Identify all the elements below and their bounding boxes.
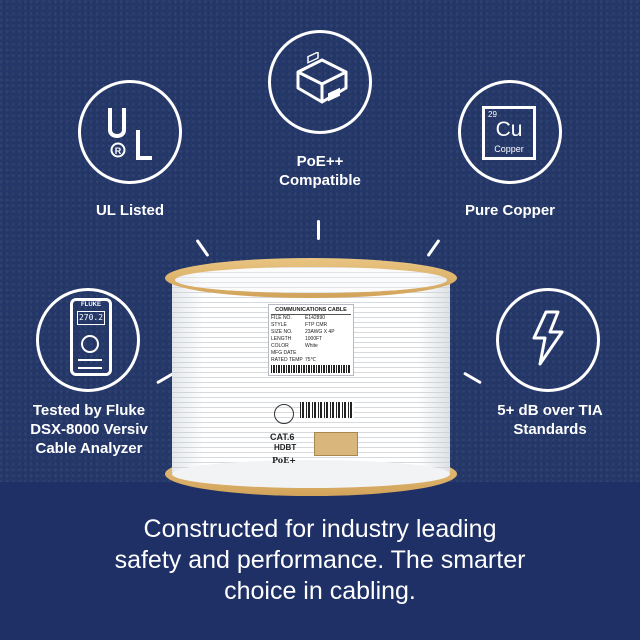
pure-copper-label: Pure Copper xyxy=(464,202,555,219)
spool-label-value: 23AWG X 4P xyxy=(305,329,335,335)
spool-ray-right-bottom xyxy=(463,371,482,385)
spool-label-key: COLOR xyxy=(271,343,289,349)
svg-text:R: R xyxy=(115,146,122,156)
fluke-badge-circle xyxy=(36,288,140,392)
barcode-icon xyxy=(271,365,351,373)
copper-symbol: Cu xyxy=(495,118,523,141)
spool-label-row: MFG DATE xyxy=(271,350,351,357)
poe-injector-icon xyxy=(296,52,348,104)
spool-label-key: STYLE xyxy=(271,322,287,328)
spool-label-key: LENGTH xyxy=(271,336,292,342)
lightning-bolt-icon xyxy=(532,310,564,366)
tagline-line1: Constructed for industry leading xyxy=(143,515,497,543)
copper-atomic-number: 29 xyxy=(488,110,497,119)
multimeter-dial xyxy=(81,335,99,353)
spool-ray-left-top xyxy=(195,238,210,258)
poe-badge-circle xyxy=(268,30,372,134)
tia-standards-label: 5+ dB over TIA Standards xyxy=(470,401,630,439)
copper-element-icon: 29 Cu Copper xyxy=(482,106,536,160)
spool-label-row: SIZE NO. 23AWG X 4P xyxy=(271,329,351,336)
spool-ray-right-top xyxy=(426,238,441,258)
spool-poe-mark: PoE+ xyxy=(272,455,296,465)
spool-label-row: STYLE FTP CMR xyxy=(271,322,351,329)
ul-badge-circle xyxy=(78,80,182,184)
copper-badge-circle xyxy=(458,80,562,184)
spool-label-key: MFG DATE xyxy=(271,350,297,356)
spool-ray-top xyxy=(317,220,320,240)
etl-mark-icon xyxy=(274,404,294,424)
tagline-line2: safety and performance. The smarter xyxy=(114,546,526,574)
spool-cat6-mark: CAT.6 xyxy=(270,432,295,442)
multimeter-display: 270.2 xyxy=(77,311,105,325)
poe-compatible-label: PoE++ Compatible xyxy=(250,152,390,190)
spool-label-row: LENGTH 1000FT xyxy=(271,336,351,343)
multimeter-icon: FLUKE 270.2 xyxy=(70,298,112,376)
spool-label-row: FILE NO. E142890 xyxy=(271,315,351,322)
spool-label-key: FILE NO. xyxy=(271,315,292,321)
fluke-tested-label: Tested by Fluke DSX-8000 Versiv Cable An… xyxy=(14,401,164,458)
spool-barcode-icon xyxy=(300,402,354,418)
fluke-label-line1: Tested by Fluke xyxy=(32,402,146,419)
spool-hdbt-mark: HDBT xyxy=(274,443,297,452)
tia-label-line2: Standards xyxy=(513,421,587,438)
spool-label-value: White xyxy=(305,343,318,349)
spool-label-value: 1000FT xyxy=(305,336,323,342)
tia-label-line1: 5+ dB over TIA xyxy=(497,402,603,419)
spool-label-value: FTP CMR xyxy=(305,322,328,328)
tagline: Constructed for industry leading safety … xyxy=(40,514,600,607)
multimeter-brand: FLUKE xyxy=(81,302,101,308)
spool-label-value: 75℃ xyxy=(305,357,317,363)
spool-label-key: SIZE NO. xyxy=(271,329,293,335)
multimeter-ports xyxy=(78,359,102,369)
ul-logo-icon: R xyxy=(108,108,152,160)
ul-listed-label: UL Listed xyxy=(95,202,165,219)
tagline-band xyxy=(0,482,640,640)
tia-badge-circle xyxy=(496,288,600,392)
spool-label-value: E142890 xyxy=(305,315,326,321)
spool-product-label: COMMUNICATIONS CABLE FILE NO. E142890 STY… xyxy=(268,304,354,376)
spool-label-title: COMMUNICATIONS CABLE xyxy=(271,307,351,315)
fluke-label-line2: DSX-8000 Versiv xyxy=(30,421,148,438)
cable-spool-image xyxy=(165,258,457,496)
spool-sticker-icon xyxy=(314,432,358,456)
spool-label-key: RATED TEMP xyxy=(271,357,303,363)
poe-label-line2: Compatible xyxy=(279,172,361,189)
copper-name: Copper xyxy=(494,144,524,154)
poe-label-line1: PoE++ xyxy=(296,153,344,170)
spool-label-row: COLOR White xyxy=(271,343,351,350)
fluke-label-line3: Cable Analyzer xyxy=(35,440,143,457)
tagline-line3: choice in cabling. xyxy=(224,577,416,605)
